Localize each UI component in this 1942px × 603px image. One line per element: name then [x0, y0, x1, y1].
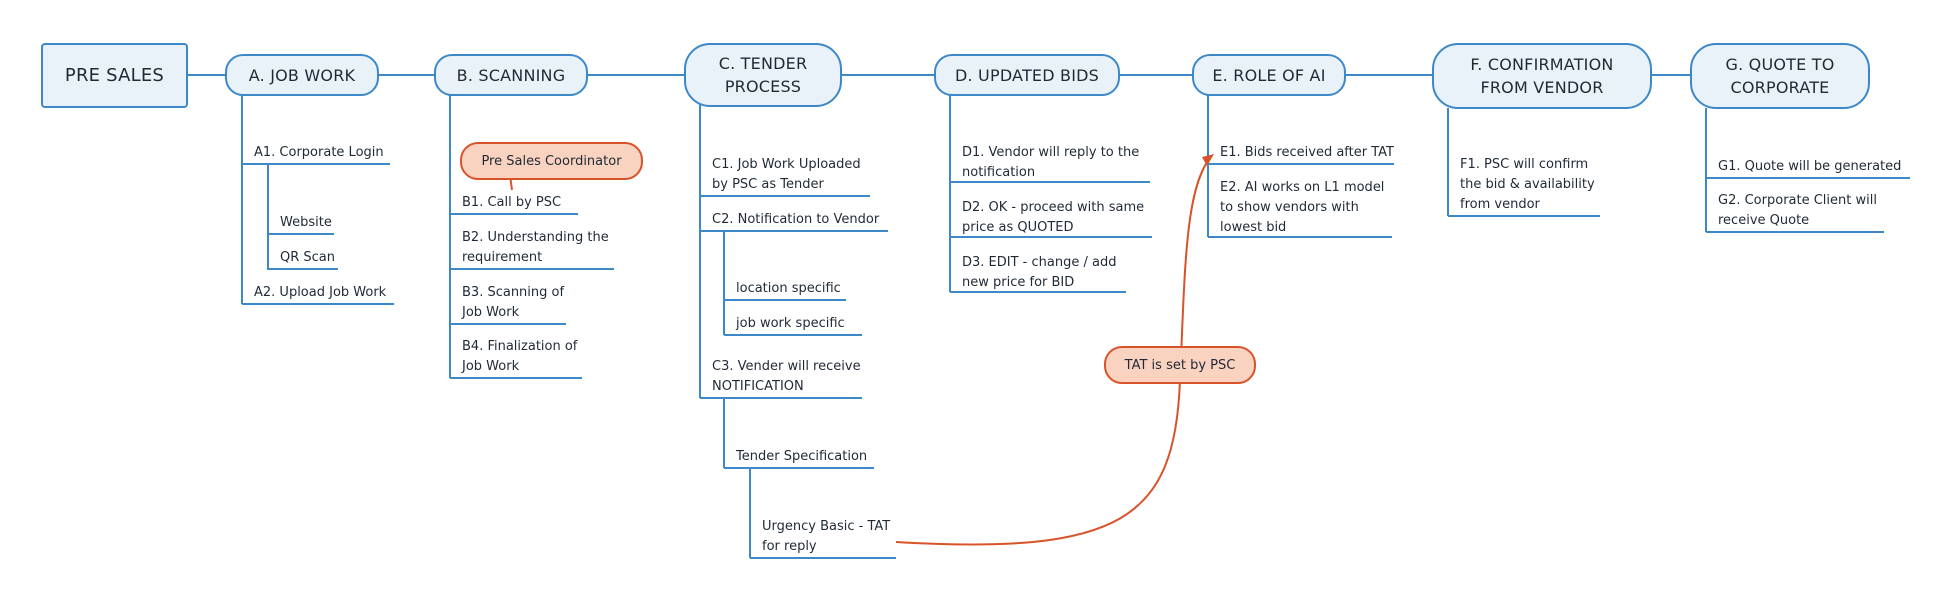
item-a1-qr-scan[interactable]: QR Scan: [280, 250, 336, 265]
item-a1-website[interactable]: Website: [280, 215, 332, 230]
item-c2-job-work[interactable]: job work specific: [736, 316, 845, 331]
item-b1[interactable]: B1. Call by PSC: [462, 195, 562, 210]
item-c2[interactable]: C2. Notification to Vendor: [712, 212, 880, 227]
item-g1[interactable]: G1. Quote will be generated: [1718, 159, 1902, 174]
item-c3-tender-spec[interactable]: Tender Specification: [736, 449, 868, 464]
callout-tat-set-by-psc[interactable]: TAT is set by PSC: [1104, 346, 1256, 384]
callout-pre-sales-coordinator[interactable]: Pre Sales Coordinator: [460, 142, 643, 180]
node-scanning[interactable]: B. SCANNING: [434, 54, 588, 96]
root-label: PRE SALES: [64, 65, 165, 86]
node-scanning-label: B. SCANNING: [456, 65, 566, 85]
callout-tat-label: TAT is set by PSC: [1124, 357, 1236, 373]
node-role-of-ai-label: E. ROLE OF AI: [1212, 65, 1326, 85]
item-c2-location[interactable]: location specific: [736, 281, 841, 296]
item-e1[interactable]: E1. Bids received after TAT: [1220, 145, 1394, 160]
callout-pre-sales-coordinator-label: Pre Sales Coordinator: [481, 153, 622, 169]
item-a2[interactable]: A2. Upload Job Work: [254, 285, 387, 300]
node-updated-bids-label: D. UPDATED BIDS: [954, 65, 1100, 85]
node-job-work-label: A. JOB WORK: [248, 65, 356, 85]
node-job-work[interactable]: A. JOB WORK: [225, 54, 379, 96]
root-node[interactable]: PRE SALES: [41, 43, 188, 108]
node-role-of-ai[interactable]: E. ROLE OF AI: [1192, 54, 1346, 96]
item-a1[interactable]: A1. Corporate Login: [254, 145, 384, 160]
node-updated-bids[interactable]: D. UPDATED BIDS: [934, 54, 1120, 96]
